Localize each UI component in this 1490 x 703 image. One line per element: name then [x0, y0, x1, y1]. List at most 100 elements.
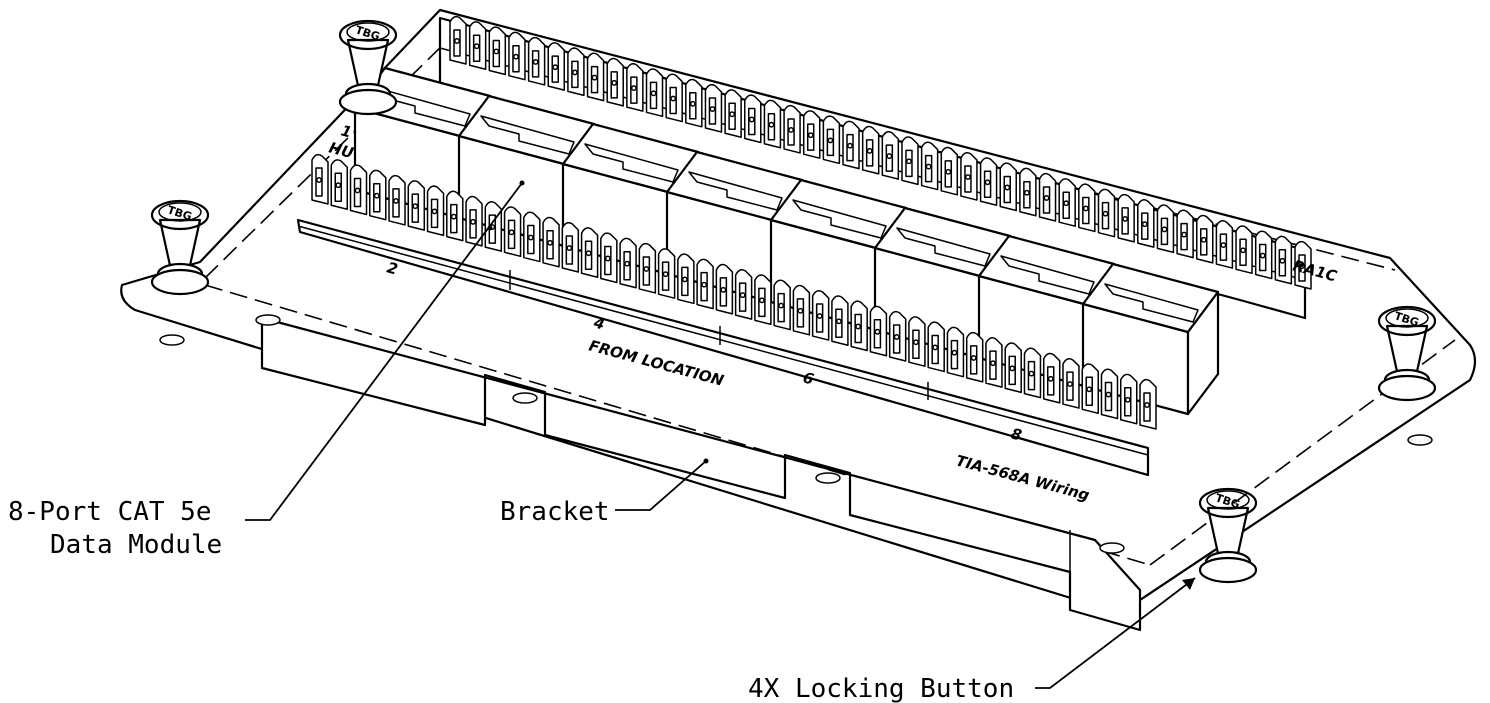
back-terminal-tooth	[1235, 225, 1253, 275]
callout-bracket: Bracket	[500, 460, 707, 527]
front-terminal-tooth	[638, 242, 657, 294]
front-terminal-tooth	[369, 169, 387, 221]
front-strip-dividers	[509, 270, 929, 400]
front-terminal-tooth	[1081, 363, 1099, 415]
front-terminal-tooth	[773, 279, 791, 331]
back-terminal-tooth	[665, 73, 683, 123]
back-terminal-tooth	[1294, 240, 1312, 290]
back-terminal-tooth	[724, 89, 742, 139]
bracket-callout: Bracket	[500, 497, 610, 527]
front-terminal-tooth	[869, 305, 888, 357]
front-terminal-tooth	[311, 153, 329, 205]
front-terminal-tooth	[927, 321, 945, 373]
front-terminal-tooth	[946, 326, 965, 378]
back-terminal-tooth	[763, 99, 782, 149]
back-terminal-tooth	[861, 125, 880, 175]
back-terminal-tooth	[979, 157, 998, 207]
back-terminal-tooth	[1117, 193, 1135, 243]
front-terminal-tooth	[446, 190, 464, 242]
back-terminal-tooth	[468, 21, 487, 70]
back-terminal-tooth	[488, 26, 507, 76]
port-2-label: 2	[385, 258, 400, 278]
port-4-label: 4	[591, 313, 607, 333]
front-terminal-tooth	[850, 300, 868, 352]
data-module-callout-line2: Data Module	[50, 530, 222, 560]
front-terminal-tooth	[426, 185, 445, 237]
front-terminal-tooth	[1119, 373, 1138, 425]
back-terminal-tooth	[1274, 235, 1293, 285]
front-terminal-tooth	[407, 180, 426, 231]
back-terminal-tooth	[567, 47, 585, 97]
back-terminal-tooth	[547, 42, 566, 91]
back-terminal-tooth	[1097, 188, 1116, 238]
top-left-partial-digit: 1	[339, 121, 354, 141]
back-terminal-tooth	[645, 68, 664, 118]
back-terminal-tooth	[842, 120, 860, 170]
back-terminal-tooth	[901, 136, 919, 186]
front-terminal-tooth	[542, 216, 560, 268]
front-terminal-tooth	[908, 316, 926, 367]
front-terminal-tooth	[484, 201, 503, 252]
front-terminal-tooth	[465, 195, 483, 247]
back-terminal-tooth	[1156, 204, 1175, 254]
front-terminal-tooth	[715, 263, 734, 315]
back-terminal-tooth	[508, 31, 526, 81]
front-terminal-tooth	[349, 164, 368, 216]
front-terminal-tooth	[388, 174, 406, 226]
back-terminal-teeth	[449, 15, 1312, 290]
locking-button: TBG	[150, 199, 210, 296]
front-terminal-tooth	[580, 227, 599, 279]
back-terminal-tooth	[1254, 230, 1273, 280]
data-module-callout-line1: 8-Port CAT 5e	[8, 497, 212, 527]
front-terminal-tooth	[734, 269, 753, 320]
port-8-label: 8	[1009, 424, 1024, 444]
back-terminal-tooth	[1195, 214, 1214, 264]
back-terminal-tooth	[920, 141, 939, 191]
front-terminal-tooth	[330, 159, 349, 210]
back-terminal-tooth	[881, 131, 900, 180]
locking-button-callout: 4X Locking Button	[748, 674, 1014, 703]
back-terminal-tooth	[1078, 183, 1096, 233]
back-terminal-tooth	[940, 146, 959, 196]
back-terminal-tooth	[802, 110, 821, 159]
back-terminal-tooth	[685, 78, 703, 128]
front-terminal-teeth	[311, 153, 1157, 430]
back-terminal-tooth	[1019, 167, 1037, 217]
front-terminal-tooth	[965, 331, 984, 383]
front-terminal-tooth	[619, 237, 637, 289]
back-terminal-tooth	[586, 52, 605, 102]
back-terminal-tooth	[1137, 199, 1155, 248]
front-terminal-tooth	[792, 284, 811, 336]
bracket	[159, 314, 1433, 632]
front-terminal-tooth	[1139, 378, 1157, 430]
front-terminal-tooth	[1004, 342, 1022, 394]
front-terminal-tooth	[754, 274, 772, 326]
locking-button: TBG	[338, 19, 398, 116]
front-terminal-tooth	[985, 337, 1003, 388]
callout-locking-button: 4X Locking Button	[748, 577, 1196, 703]
back-terminal-tooth	[606, 57, 624, 107]
back-terminal-tooth	[626, 63, 644, 112]
back-terminal-tooth	[527, 36, 546, 86]
back-terminal-tooth	[999, 162, 1017, 212]
back-terminal-tooth	[1058, 178, 1076, 227]
top-left-partial-label: HU	[327, 138, 356, 162]
locking-button: TBG	[1377, 305, 1437, 402]
callout-data-module: 8-Port CAT 5e Data Module	[8, 180, 525, 560]
front-terminal-tooth	[888, 310, 907, 362]
port-6-label: 6	[801, 368, 816, 388]
front-terminal-tooth	[600, 232, 618, 284]
locking-buttons: TBG TBG TBG TBG	[150, 19, 1437, 584]
locking-button: TBG	[1198, 487, 1258, 584]
front-terminal-tooth	[696, 258, 714, 310]
front-terminal-tooth	[657, 248, 676, 299]
front-terminal-tooth	[677, 253, 695, 305]
back-terminal-tooth	[744, 94, 762, 144]
front-terminal-tooth	[1100, 368, 1119, 420]
back-terminal-tooth	[1176, 209, 1194, 259]
front-terminal-tooth	[503, 206, 522, 258]
front-terminal-tooth	[831, 295, 849, 347]
back-terminal-tooth	[822, 115, 841, 165]
back-terminal-tooth	[1215, 220, 1234, 269]
